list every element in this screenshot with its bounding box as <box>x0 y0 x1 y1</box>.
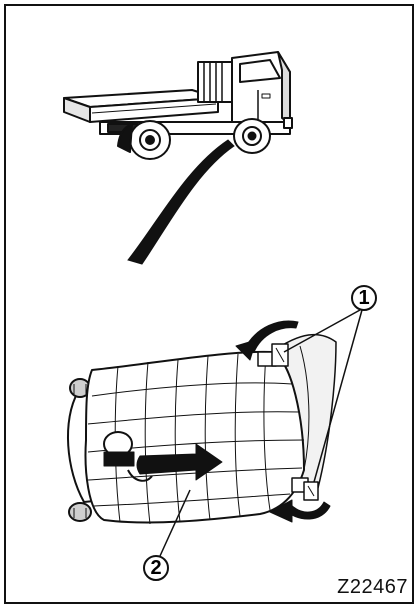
truck-drawing <box>64 52 292 159</box>
callout-1-label: 1 <box>352 286 376 310</box>
figure-reference-code: Z22467 <box>337 576 408 599</box>
callout-2-label: 2 <box>144 556 168 580</box>
spare-tire-carrier-drawing <box>68 321 336 524</box>
